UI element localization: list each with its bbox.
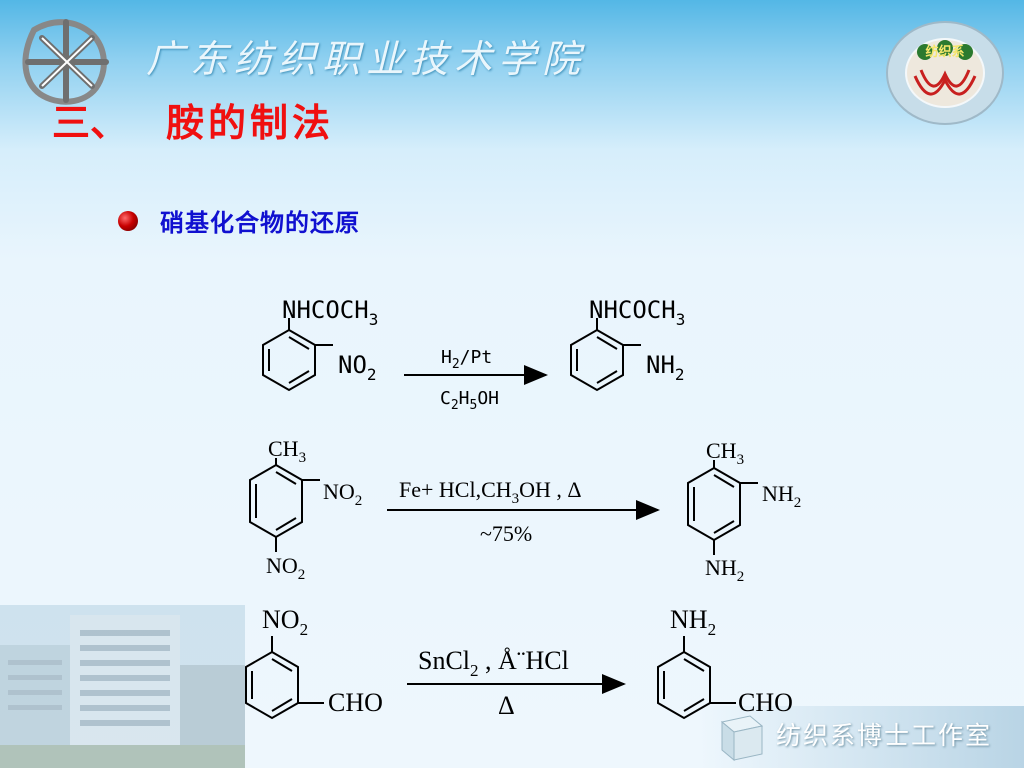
benzene-ring (262, 328, 316, 392)
substituent-label: NH2 (705, 555, 744, 585)
substituent-label: CH3 (268, 436, 306, 466)
bullet-text: 硝基化合物的还原 (160, 208, 360, 237)
red-ball-bullet-icon (118, 211, 138, 231)
campus-building-image (0, 605, 245, 768)
logo-right-text: 纺织系 (925, 44, 964, 60)
substituent-label: NO2 (262, 605, 308, 639)
reaction-condition: H2/Pt (441, 347, 492, 372)
section-number: 三、 (52, 100, 129, 145)
reaction-condition: SnCl2 , Å¨HCl (418, 646, 569, 680)
reaction-2 (249, 458, 758, 555)
substituent-label: NO2 (323, 479, 362, 509)
substituent-label: CHO (738, 688, 793, 717)
footer-text: 纺织系博士工作室 (776, 721, 993, 750)
department-logo-icon: 纺织系 (886, 21, 1004, 125)
substituent-label: NHCOCH3 (282, 296, 378, 329)
school-emblem-icon (22, 19, 109, 105)
benzene-ring (245, 650, 299, 720)
book-icon (720, 715, 764, 762)
bullet-marker (118, 204, 138, 238)
substituent-label: NH2 (646, 351, 685, 384)
substituent-label: CH3 (706, 438, 744, 468)
section-title: 三、胺的制法 (52, 92, 334, 147)
substituent-label: CHO (328, 688, 383, 717)
benzene-ring (687, 466, 741, 542)
benzene-ring (657, 650, 711, 720)
substituent-label: NO2 (338, 351, 377, 384)
reaction-condition: Fe+ HCl,CH3OH , Δ (399, 477, 582, 507)
section-title-text: 胺的制法 (166, 100, 335, 145)
school-name: 广东纺织职业技术学院 (146, 37, 587, 81)
substituent-label: NO2 (266, 553, 305, 583)
substituent-label: NH2 (762, 481, 801, 511)
benzene-ring (249, 463, 303, 539)
reaction-condition: C2H5OH (440, 388, 499, 413)
reaction-yield: ~75% (480, 521, 532, 546)
reaction-3 (245, 636, 736, 720)
reaction-1 (262, 318, 641, 392)
benzene-ring (570, 328, 624, 392)
reaction-condition: Δ (498, 691, 515, 720)
substituent-label: NH2 (670, 605, 716, 639)
substituent-label: NHCOCH3 (589, 296, 685, 329)
